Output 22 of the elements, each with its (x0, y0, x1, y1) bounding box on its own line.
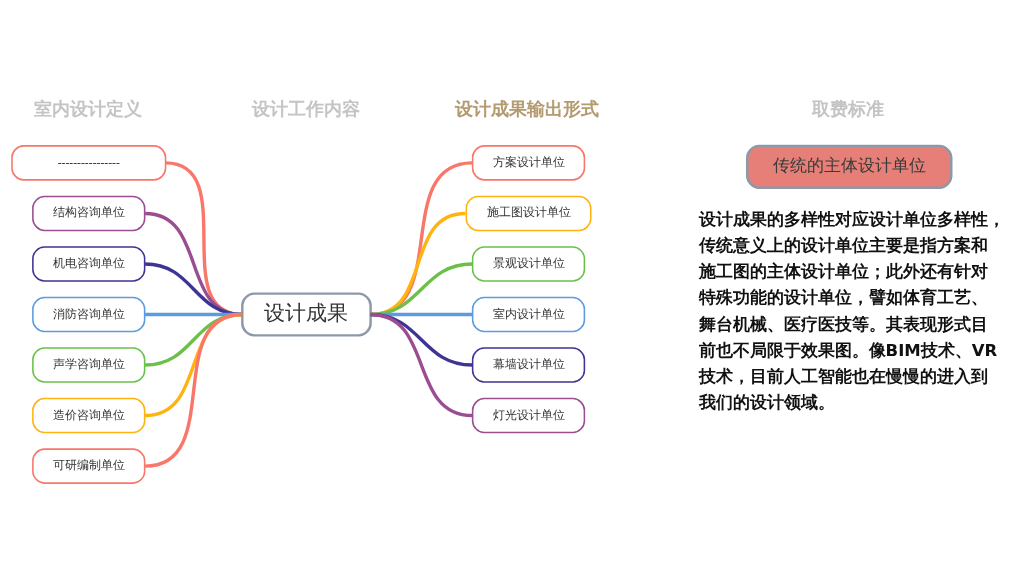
node-box: 室内设计单位 (471, 296, 586, 332)
node-box: ---------------- (11, 144, 167, 181)
label: 设计工作内容 (251, 97, 360, 119)
connector (144, 312, 243, 468)
node-box: 方案设计单位 (471, 144, 586, 181)
node-box: 灯光设计单位 (471, 397, 586, 433)
node-box: 施工图设计单位 (465, 195, 592, 231)
node-box: 设计成果 (241, 291, 372, 337)
node-box: 幕墙设计单位 (471, 346, 586, 383)
node-box: 传统的主体设计单位 (745, 144, 953, 189)
node-box: 消防咨询单位 (32, 296, 146, 332)
node-box: 可研编制单位 (32, 447, 146, 484)
node-box: 景观设计单位 (471, 245, 586, 282)
node-box: 机电咨询单位 (32, 245, 146, 282)
node-box: 造价咨询单位 (32, 397, 146, 433)
label: 室内设计定义 (33, 97, 142, 119)
node-box: 结构咨询单位 (32, 195, 146, 231)
label: 取费标准 (812, 97, 885, 119)
connector (370, 312, 473, 417)
node-box: 声学咨询单位 (32, 346, 146, 383)
label: 设计成果输出形式 (455, 97, 600, 119)
label: 设计成果的多样性对应设计单位多样性，传统意义上的设计单位主要是指方案和施工图的主体设计单位；此外还有针对特殊功能的设计单位，譬如体育工艺、舞台机械、医疗医技等。其表现形式目前也不局限于效果图。像BIM技术、VR技术，目前人工智能也在慢慢的进入到我们的设计领域。 (698, 209, 1005, 412)
